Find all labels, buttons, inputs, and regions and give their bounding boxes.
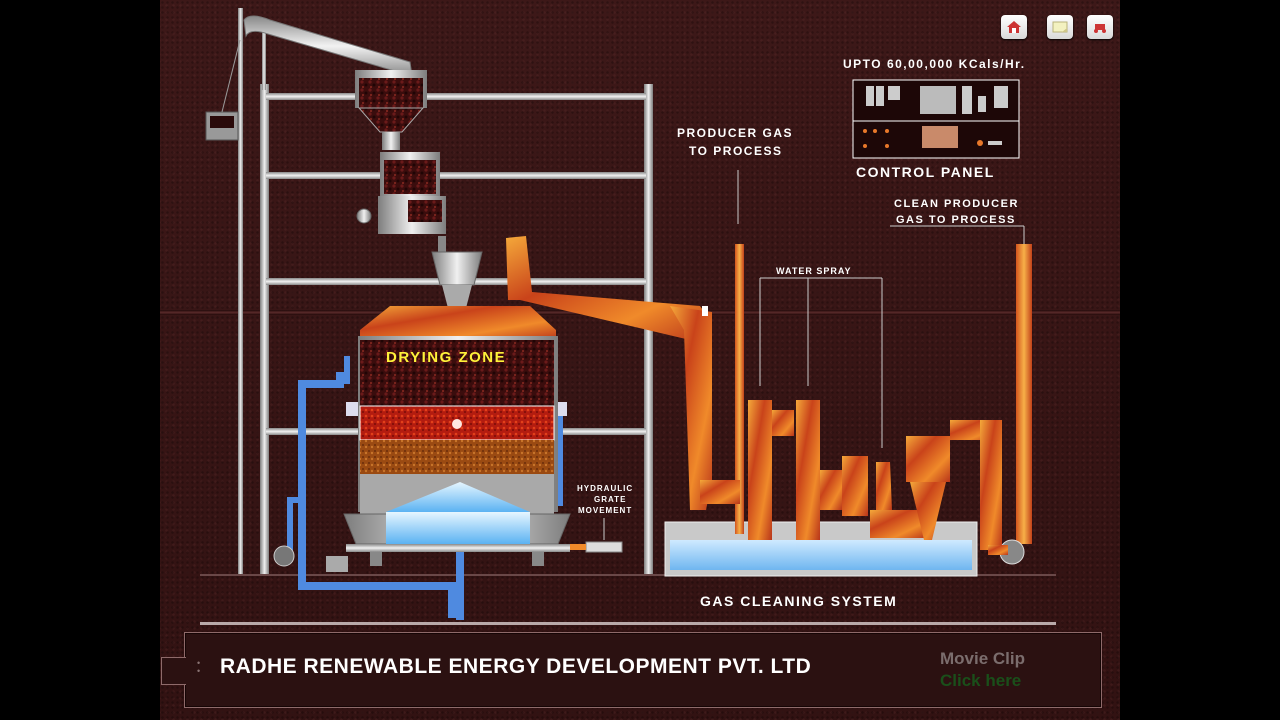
gas-cleaning-system: [603, 170, 1032, 577]
gas-cleaning-label: GAS CLEANING SYSTEM: [700, 593, 898, 609]
movie-clip-link[interactable]: Movie Clip: [940, 649, 1026, 668]
water-jacket-pipes: [287, 356, 567, 620]
company-name: RADHE RENEWABLE ENERGY DEVELOPMENT PVT. …: [220, 655, 812, 678]
control-panel-title: CONTROL PANEL: [856, 164, 995, 180]
gas-outlet-duct: [506, 236, 712, 510]
plant-diagram-stage: UPTO 60,00,000 KCals/Hr. CONTROL PANEL D…: [160, 0, 1120, 720]
note-button[interactable]: [1047, 15, 1073, 39]
water-spray-label: WATER SPRAY: [776, 266, 852, 276]
close-button[interactable]: [1087, 15, 1113, 39]
divider: [200, 622, 1056, 625]
footer-tab: [161, 657, 186, 685]
gasifier-reactor: [273, 306, 623, 572]
fuel-hopper: [355, 70, 483, 312]
footer-bar: •• RADHE RENEWABLE ENERGY DEVELOPMENT PV…: [161, 632, 1102, 708]
producer-gas-label-2: TO PROCESS: [689, 144, 783, 158]
home-icon: [1007, 21, 1021, 33]
clean-gas-label-1: CLEAN PRODUCER: [894, 198, 1019, 210]
feed-conveyor: [205, 15, 413, 141]
clean-gas-label-2: GAS TO PROCESS: [896, 214, 1016, 226]
hydraulic-label-1: HYDRAULIC: [577, 484, 634, 493]
hydraulic-label-3: MOVEMENT: [578, 506, 633, 515]
close-icon: [1094, 24, 1106, 33]
producer-gas-label-1: PRODUCER GAS: [677, 126, 794, 140]
drying-zone-label: DRYING ZONE: [386, 349, 507, 366]
grip-icon: ••: [197, 658, 201, 676]
capacity-label: UPTO 60,00,000 KCals/Hr.: [843, 57, 1026, 71]
home-button[interactable]: [1001, 15, 1027, 39]
gasifier-diagram: [200, 8, 1056, 620]
hydraulic-label-2: GRATE: [594, 495, 627, 504]
click-here-link[interactable]: Click here: [940, 671, 1022, 690]
control-panel-box[interactable]: [852, 79, 1020, 159]
note-icon: [1052, 21, 1068, 33]
